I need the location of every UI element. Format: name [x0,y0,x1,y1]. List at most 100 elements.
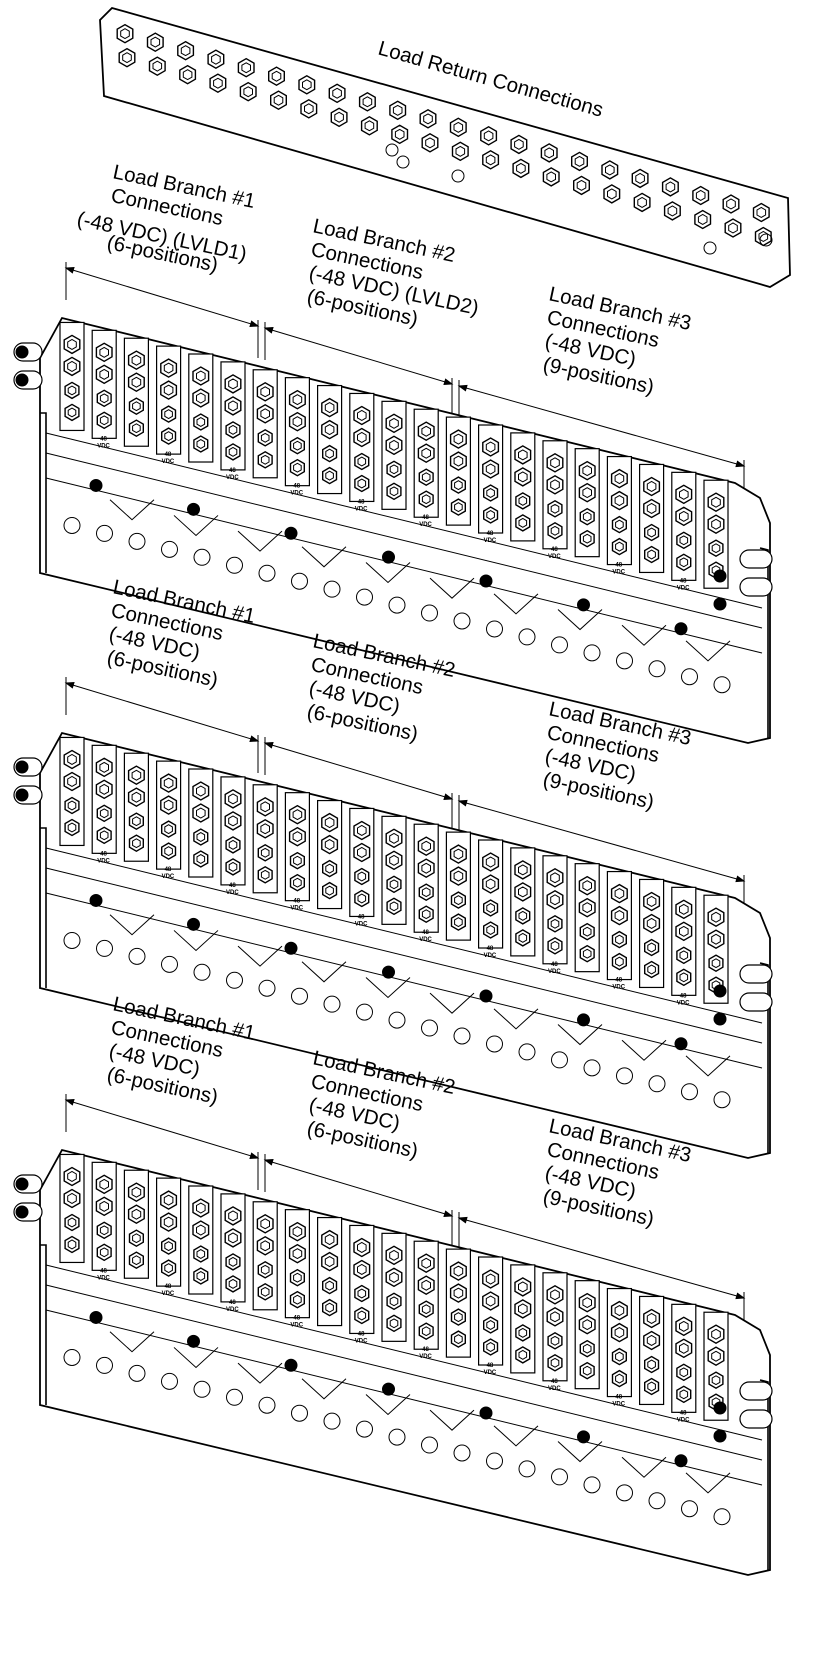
hex-nut-inner [325,863,334,874]
hex-nut-inner [273,94,284,106]
terminal-marking-top: -48 [356,1331,365,1337]
hex-nut [386,460,402,479]
hex-nut [707,929,725,950]
hex-nut-inner [357,824,367,836]
hex-nut-inner [260,386,270,398]
hex-nut [288,804,306,825]
hex-nut-inner [421,862,431,874]
hex-nut [643,891,661,912]
hex-nut-inner [304,103,314,115]
hex-nut [118,47,136,68]
hex-nut [724,218,742,238]
hex-nut [418,883,434,902]
hex-nut-inner [293,855,302,866]
hex-nut [514,1299,532,1319]
terminal-marking-top: -48 [163,1284,172,1290]
hex-nut [385,1245,403,1266]
ring-washer [396,155,410,169]
hex-nut [127,787,145,808]
hex-nut [578,1314,596,1335]
hex-nut-inner [582,1319,592,1331]
hex-nut-inner [454,1334,463,1345]
ground-lug [577,598,590,612]
return-nut-group [116,23,773,255]
hex-nut [96,1243,112,1262]
terminal-marking-top: -48 [356,499,365,505]
hex-nut [328,83,346,104]
hex-nut [289,1290,305,1309]
hex-nut-inner [697,213,708,225]
hex-nut-inner [357,431,367,443]
terminal-marking-top: -48 [613,1395,622,1401]
hex-nut-inner [582,1297,592,1309]
hex-nut-inner [132,816,141,827]
hex-nut-inner [260,1286,270,1297]
hex-nut [512,158,530,179]
hex-nut-inner [99,1247,109,1258]
hex-nut [610,1300,628,1321]
hex-nut [128,1229,145,1248]
hex-nut-inner [132,838,141,849]
hex-nut [675,899,693,920]
hex-nut [707,1324,725,1345]
hex-nut [611,1347,627,1366]
hex-nut-inner [582,948,592,959]
terminal-marking-bottom: VDC [162,1291,175,1297]
hex-nut [611,1369,627,1388]
hex-nut [177,40,195,61]
hex-nut [643,476,661,497]
hex-nut [418,468,434,487]
mounting-hole [486,1452,503,1470]
hex-nut [546,474,564,495]
hex-nut [95,779,113,800]
hex-nut [482,874,500,894]
hex-nut-inner [132,401,141,412]
hex-nut-inner [615,934,624,945]
hex-nut [64,1235,80,1254]
hex-nut-inner [394,128,405,140]
hex-nut [257,843,273,862]
terminal-marking-bottom: VDC [419,522,432,528]
mounting-hole [258,1396,276,1414]
dimension-arrowhead [457,799,468,807]
hex-nut [127,350,145,371]
cross-rail [45,867,763,1044]
hex-nut-inner [389,1249,399,1261]
hex-nut-inner [228,400,238,412]
hex-nut [417,836,435,857]
hex-nut-inner [486,510,495,520]
mounting-hole [291,572,308,590]
hex-nut [63,334,81,355]
mounting-hole [453,1027,471,1045]
terminal-marking-top: -48 [678,1410,687,1416]
hex-nut-inner [67,1170,77,1182]
hex-nut [631,168,649,189]
hex-nut-inner [615,1351,624,1362]
mounting-hole [291,1404,308,1422]
hex-nut-inner [582,487,592,499]
hex-nut [611,537,627,556]
dimension-arrowhead [249,735,260,742]
hex-nut [63,1188,81,1209]
hex-nut [192,366,210,386]
terminal-marking-top: -48 [291,899,300,905]
hex-nut-inner [325,1302,334,1313]
hex-nut [450,476,466,494]
hex-nut-inner [131,1186,142,1198]
hex-nut-inner [421,1257,431,1269]
hex-nut-inner [695,189,706,201]
dimension-arrowhead [64,682,75,689]
left-barrel-nut [15,1177,29,1191]
terminal-marking-top: -48 [678,993,687,999]
hex-nut [289,851,305,870]
hex-nut-inner [711,933,721,945]
terminal-marking-top: -48 [291,1316,300,1322]
hex-nut [644,523,660,542]
mounting-hole [323,580,341,598]
hex-nut-inner [728,222,738,234]
hex-nut-inner [711,1350,721,1362]
hex-nut-inner [485,154,496,166]
hex-nut [675,1338,693,1359]
mounting-hole [388,596,406,614]
hex-nut-inner [486,1342,495,1352]
